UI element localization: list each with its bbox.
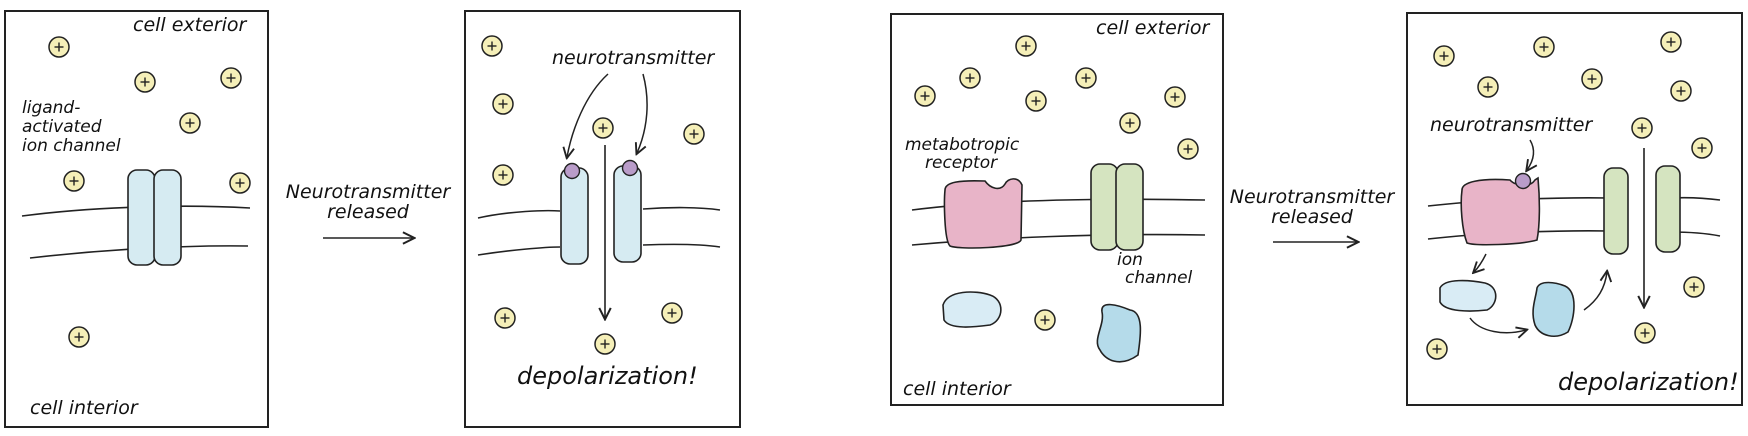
transition-1-line-2: released	[327, 201, 410, 223]
pointer-arrow	[637, 73, 648, 153]
pointer-arrow	[567, 73, 609, 157]
channel-label-line-2: activated	[22, 117, 102, 137]
g-protein-subunit	[1439, 279, 1497, 312]
neurotransmitter-ligand	[1514, 172, 1532, 190]
plus-circle-icon	[959, 67, 981, 89]
signaling-arrow	[1583, 272, 1607, 311]
plus-circle-icon	[594, 333, 616, 355]
cell-exterior-label: cell exterior	[133, 14, 248, 36]
plus-circle-icon	[492, 164, 514, 186]
membrane-inner-line	[911, 233, 1206, 246]
plus-circle-icon	[494, 307, 516, 329]
membrane-outer-line	[477, 209, 561, 219]
plus-circle-icon	[1433, 45, 1455, 67]
plus-circle-icon	[1477, 76, 1499, 98]
plus-circle-icon	[1631, 117, 1653, 139]
plus-circle-icon	[661, 302, 683, 324]
depolarization-label: depolarization!	[517, 362, 698, 390]
neurotransmitter-label: neurotransmitter	[552, 47, 715, 69]
receptor-label-line-2: receptor	[925, 153, 998, 173]
plus-circle-icon	[914, 85, 936, 107]
ion-channel-left-subunit	[1090, 163, 1119, 251]
membrane-inner-line	[642, 243, 721, 248]
plus-circle-icon	[63, 170, 85, 192]
ion-channel-right-subunit-open	[613, 165, 642, 263]
plus-circle-icon	[492, 93, 514, 115]
panel-3: cell exterior cell interior metabotropic…	[890, 13, 1224, 406]
plus-circle-icon	[1533, 36, 1555, 58]
membrane-outer-line	[642, 206, 721, 211]
plus-circle-icon	[229, 172, 251, 194]
plus-circle-icon	[1683, 276, 1705, 298]
effector-protein	[1532, 281, 1575, 337]
signaling-arrow	[1474, 253, 1487, 272]
ion-channel-right-subunit	[153, 169, 182, 266]
transition-1-line-1: Neurotransmitter	[286, 181, 452, 203]
metabotropic-receptor	[943, 178, 1023, 249]
ion-channel-label-line-1: ion	[1117, 250, 1143, 270]
transition-2-line-2: released	[1271, 206, 1354, 228]
plus-circle-icon	[1164, 86, 1186, 108]
transition-2-line-1: Neurotransmitter	[1230, 186, 1396, 208]
signaling-arrow	[1469, 317, 1526, 333]
plus-circle-icon	[1075, 67, 1097, 89]
plus-circle-icon	[1634, 322, 1656, 344]
effector-protein	[1096, 303, 1142, 363]
depolarization-label: depolarization!	[1558, 368, 1739, 396]
channel-label-line-3: ion channel	[22, 136, 121, 156]
neurotransmitter-ligand	[621, 159, 639, 177]
plus-circle-icon	[1177, 138, 1199, 160]
ion-channel-left-subunit	[127, 169, 156, 266]
ion-channel-left-subunit-open	[560, 167, 589, 265]
plus-circle-icon	[1015, 35, 1037, 57]
plus-circle-icon	[179, 112, 201, 134]
cell-interior-label: cell interior	[30, 397, 139, 419]
neurotransmitter-label: neurotransmitter	[1430, 114, 1593, 136]
plus-circle-icon	[1670, 80, 1692, 102]
panel-4-frame	[1406, 12, 1743, 406]
plus-circle-icon	[1119, 112, 1141, 134]
g-protein-subunit	[942, 291, 1002, 328]
membrane-inner-line	[477, 246, 561, 256]
channel-label-line-1: ligand-	[22, 98, 80, 118]
panel-2: neurotransmitter depolarization!	[464, 10, 741, 428]
plus-circle-icon	[1691, 137, 1713, 159]
plus-circle-icon	[1660, 31, 1682, 53]
plus-circle-icon	[481, 35, 503, 57]
plus-circle-icon	[592, 117, 614, 139]
receptor-label-line-1: metabotropic	[905, 135, 1020, 155]
plus-circle-icon	[48, 36, 70, 58]
plus-circle-icon	[1025, 90, 1047, 112]
plus-circle-icon	[220, 67, 242, 89]
pointer-arrow	[1527, 139, 1534, 170]
plus-circle-icon	[1034, 309, 1056, 331]
cell-interior-label: cell interior	[903, 378, 1012, 400]
transition-1: Neurotransmitter released	[286, 181, 452, 238]
metabotropic-receptor	[1460, 176, 1541, 246]
neurotransmitter-ligand	[563, 162, 581, 180]
panel-3-frame	[890, 13, 1224, 406]
ion-channel-label-line-2: channel	[1125, 268, 1193, 288]
plus-circle-icon	[68, 326, 90, 348]
plus-circle-icon	[134, 71, 156, 93]
plus-circle-icon	[683, 123, 705, 145]
plus-circle-icon	[1581, 68, 1603, 90]
ion-channel-right-subunit-open	[1655, 165, 1681, 253]
ion-channel-left-subunit-open	[1603, 167, 1629, 255]
panel-1: cell exterior cell interior ligand- acti…	[4, 10, 269, 428]
transition-2: Neurotransmitter released	[1230, 186, 1396, 242]
ion-channel-right-subunit	[1115, 163, 1144, 251]
panel-4: neurotransmitter depolarization!	[1406, 12, 1743, 406]
cell-exterior-label: cell exterior	[1096, 17, 1211, 39]
plus-circle-icon	[1426, 338, 1448, 360]
